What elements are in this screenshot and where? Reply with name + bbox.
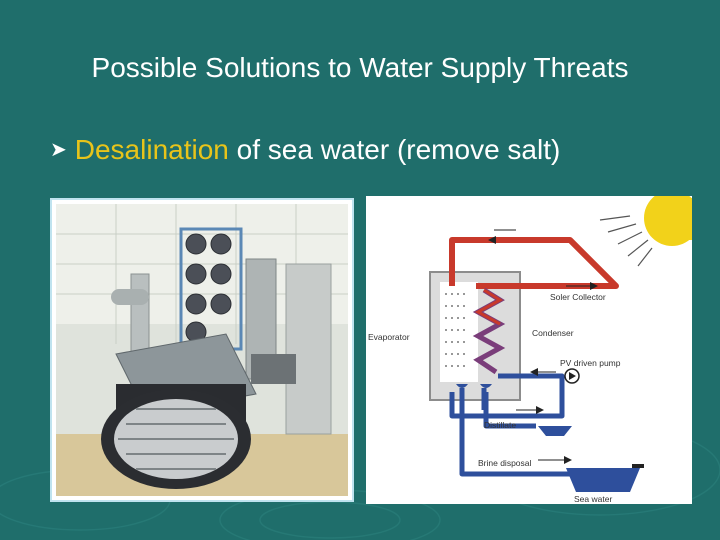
slide-title: Possible Solutions to Water Supply Threa… xyxy=(91,52,629,83)
arrow-bullet-icon: ➤ xyxy=(50,139,67,161)
desalination-plant-photo xyxy=(50,198,354,502)
label-evaporator: Evaporator xyxy=(368,332,410,342)
label-distillate: Distillate xyxy=(484,420,516,430)
bullet-highlight: Desalination xyxy=(74,134,229,165)
sun-rays-icon xyxy=(599,215,653,267)
bullet-text: of sea water (remove salt) xyxy=(228,134,561,165)
label-condenser: Condenser xyxy=(532,328,574,338)
bullet-item: ➤ Desalination of sea water (remove salt) xyxy=(50,134,560,166)
distillate-basin-icon xyxy=(538,426,572,436)
sea-water-basin-icon xyxy=(566,468,640,492)
solar-desalination-diagram: Soler Collector Evaporator Condenser PV … xyxy=(366,196,692,504)
label-brine: Brine disposal xyxy=(478,458,532,468)
label-sea-water: Sea water xyxy=(574,494,612,504)
label-solar-collector: Soler Collector xyxy=(550,292,606,302)
label-pump: PV driven pump xyxy=(560,358,621,368)
cold-water-pipe xyxy=(449,373,576,477)
